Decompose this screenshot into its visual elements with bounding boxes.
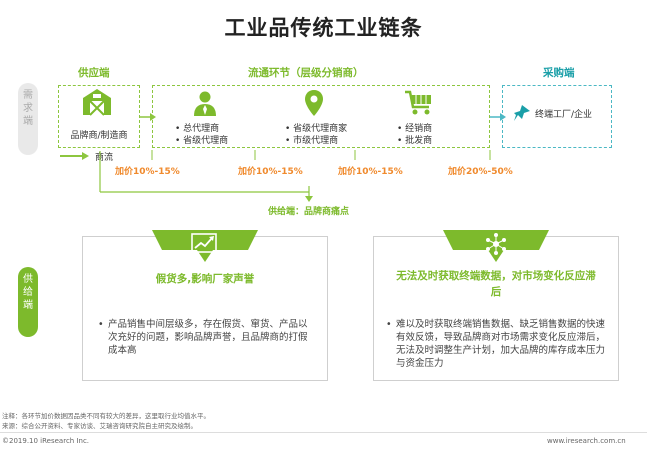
panel-1-tab — [152, 230, 258, 262]
footer-copyright: ©2019.10 iResearch Inc. — [2, 437, 90, 445]
section-supply-label: 供应端 — [78, 67, 110, 79]
panel-1-body: 产品销售中间层级多，存在假货、窜货、产品以次充好的问题，影响品牌声誉，且品牌商的… — [108, 319, 308, 356]
side-tab-supply: 供给端 — [18, 267, 38, 337]
side-tab-supply-label: 供给端 — [23, 274, 33, 311]
markup-4: 加价20%-50% — [448, 167, 513, 177]
markup-1: 加价10%-15% — [115, 167, 180, 177]
page-title: 工业品传统工业链条 — [224, 16, 423, 40]
arrow-circulation-to-purchase — [490, 113, 506, 121]
section-circulation-label: 流通环节（层级分销商） — [248, 67, 364, 79]
rising-chart-icon — [191, 233, 217, 253]
node-agent-2-label: 省级代理商 — [183, 136, 229, 146]
footer-divider — [0, 432, 647, 433]
node-dist-1-label: 经销商 — [405, 124, 433, 134]
note-text: 注释：各环节加价数据因品类不同有较大的差异，这里取行业均值水平。 — [2, 412, 210, 420]
location-pin-icon — [305, 90, 323, 116]
person-icon — [194, 91, 216, 116]
node-prov-2: • 市级代理商 — [285, 136, 339, 146]
footer-website: www.iresearch.com.cn — [547, 437, 626, 445]
supply-box — [58, 85, 140, 148]
node-end: 终端工厂/企业 — [535, 110, 593, 120]
markup-3: 加价10%-15% — [338, 167, 403, 177]
markup-2: 加价10%-15% — [238, 167, 303, 177]
supply-pain-label: 供给端：品牌商痛点 — [268, 207, 350, 217]
node-prov-2-label: 市级代理商 — [293, 136, 339, 146]
shopping-cart-icon — [405, 90, 431, 115]
node-dist-2-label: 批发商 — [405, 136, 433, 146]
panel-2-body: 难以及时获取终端销售数据、缺乏销售数据的快速有效反馈，导致品牌商对市场需求变化反… — [396, 319, 606, 369]
source-text: 来源：综合公开资料、专家访谈、艾瑞咨询研究院自主研究及绘制。 — [2, 422, 197, 430]
arrow-supply-to-circulation — [140, 113, 156, 121]
node-agent-1: • 总代理商 — [175, 124, 220, 134]
side-tab-demand: 需求端 — [18, 83, 38, 155]
panel-1-title: 假货多,影响厂家声誉 — [155, 273, 255, 285]
node-agent-2: • 省级代理商 — [175, 136, 229, 146]
node-dist-1: • 经销商 — [397, 124, 433, 134]
panel-2-bullet: • — [386, 319, 392, 330]
flow-arrow — [60, 152, 89, 160]
section-purchase-label: 采购端 — [543, 67, 575, 79]
network-icon — [486, 233, 506, 255]
side-tab-demand-label: 需求端 — [23, 90, 33, 127]
node-prov-1-label: 省级代理商家 — [293, 124, 348, 134]
node-dist-2: • 批发商 — [397, 136, 433, 146]
pushpin-icon — [514, 105, 530, 121]
node-prov-1: • 省级代理商家 — [285, 124, 348, 134]
flow-label: 商流 — [95, 153, 114, 163]
node-agent-1-label: 总代理商 — [183, 124, 220, 134]
node-brand: 品牌商/制造商 — [70, 131, 128, 141]
panel-2-title: 无法及时获取终端数据，对市场变化反应滞后 — [396, 270, 596, 298]
panel-1-bullet: • — [98, 319, 104, 330]
barn-icon — [83, 89, 111, 116]
